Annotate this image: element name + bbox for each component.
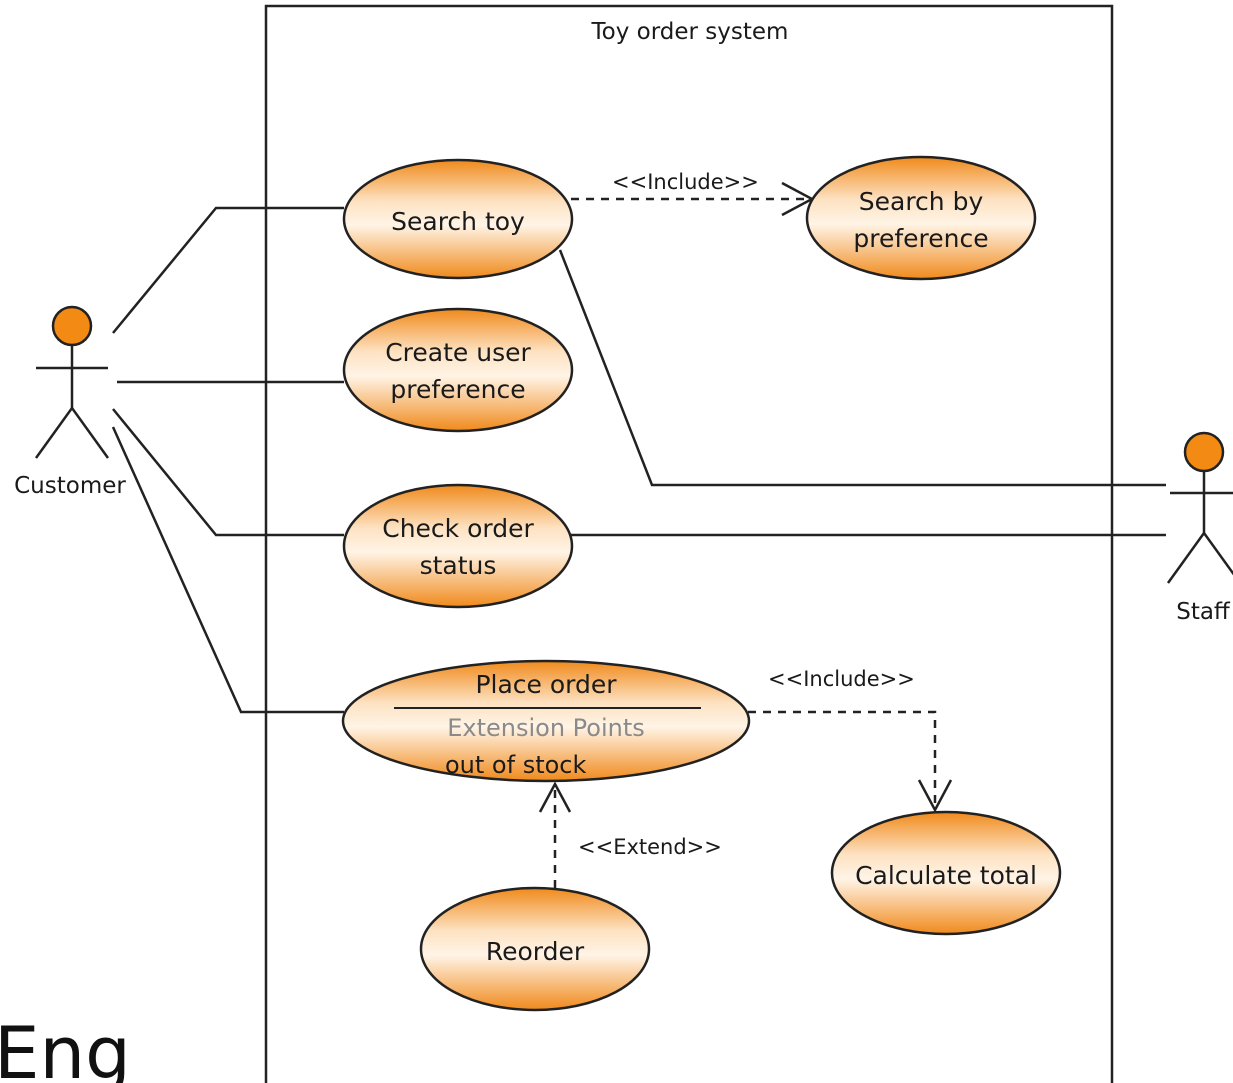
- use-case-search-toy[interactable]: Search toy: [342, 158, 574, 280]
- include-label-1: <<Include>>: [612, 170, 759, 194]
- use-case-place-order[interactable]: Place order Extension Points out of stoc…: [341, 659, 751, 783]
- actor-name: Customer: [14, 473, 126, 499]
- use-case-label: Reorder: [486, 937, 585, 966]
- use-case-label: preference: [390, 375, 525, 404]
- use-case-calculate-total[interactable]: Calculate total: [830, 810, 1062, 936]
- actor-staff[interactable]: Staff: [1166, 431, 1233, 625]
- use-case-reorder[interactable]: Reorder: [419, 886, 651, 1012]
- watermark-text: Eng: [0, 1011, 131, 1083]
- use-case-label: preference: [853, 224, 988, 253]
- actor-head-icon: [1183, 431, 1225, 473]
- use-case-label: Calculate total: [855, 861, 1037, 890]
- extend-label: <<Extend>>: [578, 835, 722, 859]
- actor-legs: [1166, 530, 1233, 584]
- use-case-search-by-preference[interactable]: Search by preference: [805, 155, 1037, 281]
- extend-arrowhead: [538, 781, 572, 813]
- association-staff-search-toy: [558, 249, 1166, 487]
- actor-customer[interactable]: Customer: [14, 305, 126, 499]
- include-arrowhead-2: [917, 779, 953, 813]
- actor-legs: [34, 405, 110, 459]
- include-label-2: <<Include>>: [768, 667, 915, 691]
- include-calculate-total-line: [748, 710, 937, 810]
- association-customer-search-toy: [112, 206, 344, 334]
- use-case-label: Check order: [382, 514, 534, 543]
- use-case-check-order-status[interactable]: Check order status: [342, 483, 574, 609]
- use-case-label: Create user: [385, 338, 531, 367]
- use-case-label: Search toy: [391, 207, 525, 236]
- actor-name: Staff: [1176, 599, 1231, 625]
- use-case-label: Place order: [475, 670, 617, 699]
- extension-point: out of stock: [445, 751, 586, 779]
- actor-head-icon: [51, 305, 93, 347]
- use-case-create-user-preference[interactable]: Create user preference: [342, 307, 574, 433]
- extension-points-title: Extension Points: [447, 714, 645, 742]
- association-customer-check-status: [112, 408, 344, 537]
- use-case-label: status: [420, 551, 497, 580]
- use-case-label: Search by: [859, 187, 984, 216]
- system-title: Toy order system: [591, 19, 789, 45]
- system-boundary: [264, 4, 1114, 1083]
- association-customer-place-order: [111, 426, 344, 714]
